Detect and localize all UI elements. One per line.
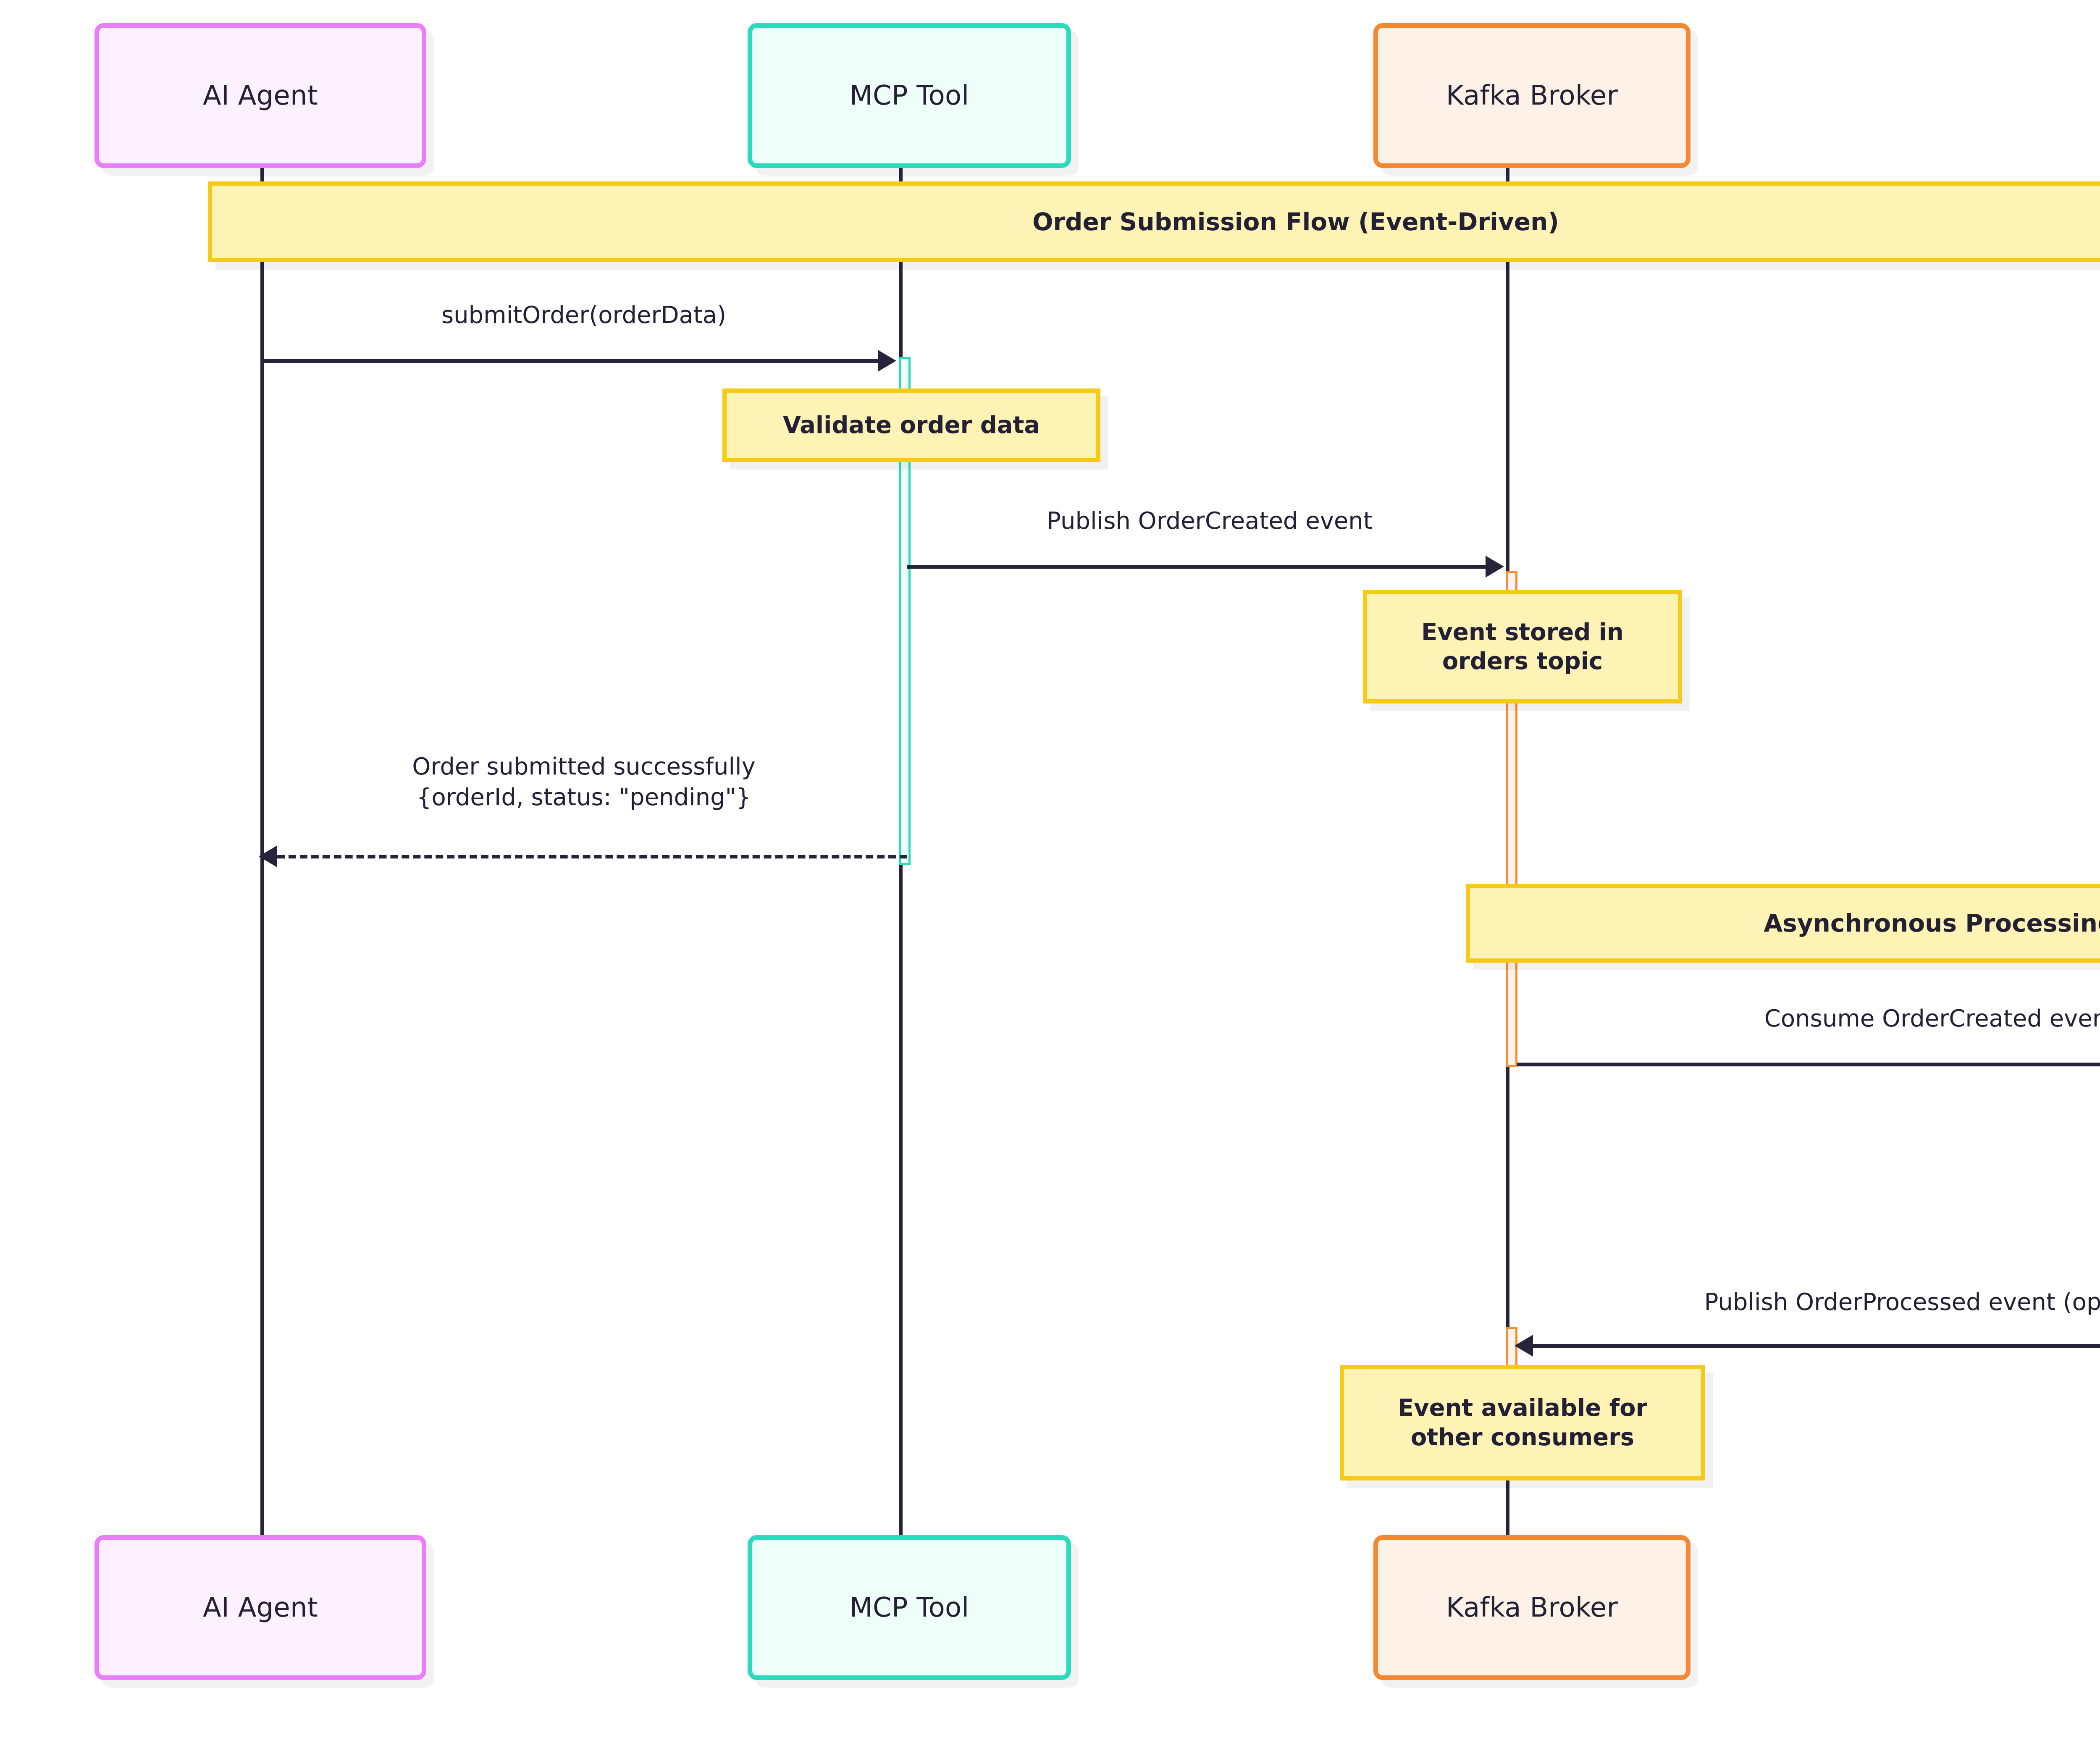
note-validate-order-data: Validate order data — [722, 388, 1100, 462]
participant-label: MCP Tool — [849, 80, 969, 111]
participant-bottom-kafka-broker[interactable]: Kafka Broker — [1373, 1535, 1690, 1680]
message-line-submit-order — [260, 359, 882, 363]
arrow-head-publish-ordercreated — [1486, 556, 1504, 578]
arrow-head-submit-order — [878, 350, 896, 372]
note-line: Event stored in — [1421, 618, 1624, 646]
participant-top-mcp-tool[interactable]: MCP Tool — [748, 23, 1071, 168]
message-label-publish-ordercreated: Publish OrderCreated event — [1047, 507, 1373, 535]
message-label-consume-ordercreated: Consume OrderCreated event — [1764, 1005, 2100, 1032]
message-line-publish-orderprocessed — [1533, 1344, 2100, 1348]
note-line: Validate order data — [782, 411, 1040, 439]
message-line-publish-ordercreated — [907, 565, 1489, 569]
participant-label: Kafka Broker — [1446, 1592, 1618, 1623]
note-line: orders topic — [1442, 648, 1603, 675]
banner-asynchronous-processing: Asynchronous Processing — [1466, 884, 2100, 963]
participant-bottom-ai-agent[interactable]: AI Agent — [94, 1535, 426, 1680]
participant-label: AI Agent — [202, 80, 318, 111]
message-label-submit-order: submitOrder(orderData) — [441, 302, 727, 329]
note-line: other consumers — [1410, 1423, 1635, 1451]
message-label-order-submitted: Order submitted successfully {orderId, s… — [412, 753, 756, 811]
participant-bottom-mcp-tool[interactable]: MCP Tool — [748, 1535, 1071, 1680]
banner-label: Asynchronous Processing — [1764, 909, 2100, 937]
message-line-consume-ordercreated — [1517, 1063, 2100, 1066]
participant-label: MCP Tool — [849, 1592, 969, 1623]
participant-top-ai-agent[interactable]: AI Agent — [94, 23, 426, 168]
message-label-publish-orderprocessed: Publish OrderProcessed event (optional) — [1704, 1289, 2100, 1316]
participant-label: Kafka Broker — [1446, 80, 1618, 111]
note-line: Event available for — [1397, 1394, 1648, 1422]
arrow-head-order-submitted — [259, 845, 277, 867]
participant-label: AI Agent — [202, 1592, 318, 1623]
arrow-head-publish-orderprocessed — [1515, 1335, 1533, 1357]
banner-label: Order Submission Flow (Event-Driven) — [1032, 207, 1559, 236]
note-event-stored-orders-topic: Event stored in orders topic — [1363, 590, 1682, 704]
note-event-available-consumers: Event available for other consumers — [1340, 1365, 1705, 1480]
participant-top-kafka-broker[interactable]: Kafka Broker — [1373, 23, 1690, 168]
message-line-order-submitted — [277, 855, 907, 858]
banner-order-submission-flow: Order Submission Flow (Event-Driven) — [208, 181, 2100, 262]
